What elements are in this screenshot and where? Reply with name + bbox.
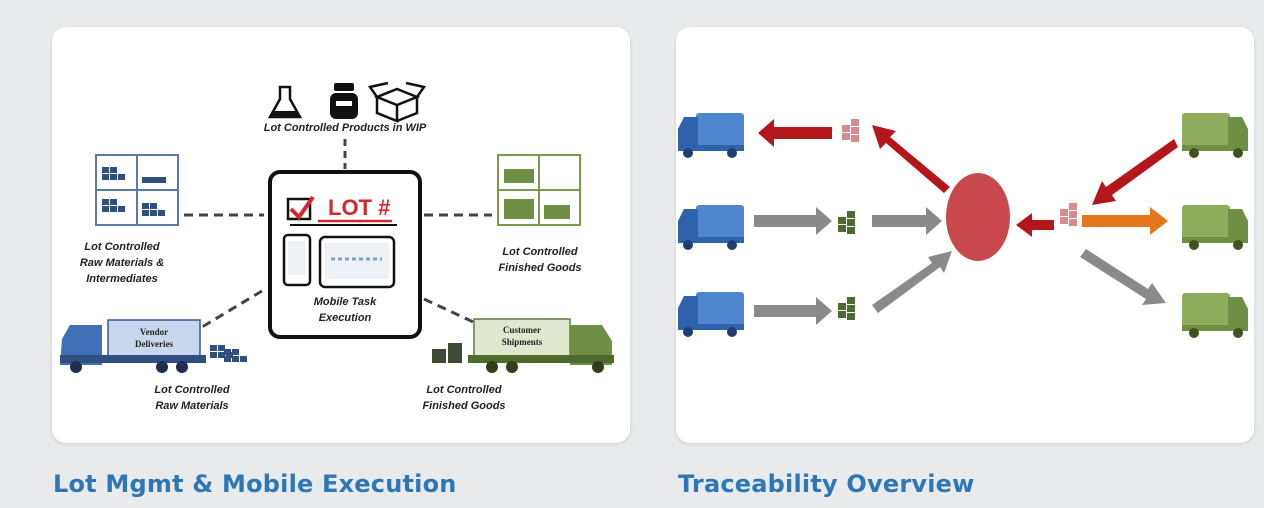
finished-ship-label-1: Lot Controlled [426,384,501,396]
finished-goods-label-1: Lot Controlled [502,246,577,258]
mobile-label-1: Mobile Task [314,296,377,308]
raw-intermediates-label-3: Intermediates [86,273,158,285]
raw-intermediates-rack-icon [95,154,179,226]
lot-hub-node [946,173,1010,261]
finished-goods-rack-icon [497,154,581,226]
raw-materials-label-2: Raw Materials [155,400,228,412]
vendor-label-1: Vendor [140,327,168,337]
source-truck-3-icon [678,292,744,337]
dest-truck-3-icon [1182,293,1248,338]
jar-icon [330,83,358,119]
customer-label-2: Shipments [502,337,543,347]
mobile-label-2: Execution [319,312,372,324]
dest-truck-1-icon [1182,113,1248,158]
lot-mgmt-caption-link[interactable]: Lot Mgmt & Mobile Execution [53,470,457,498]
source-truck-2-icon [678,205,744,250]
customer-shipment-truck-icon [468,318,614,373]
raw-intermediates-label-1: Lot Controlled [84,241,159,253]
vendor-label-2: Deliveries [135,339,173,349]
traceability-card[interactable] [676,27,1254,443]
pallet-out-icon [1060,203,1077,226]
dest-truck-2-icon [1182,205,1248,250]
finished-goods-label-2: Finished Goods [498,262,581,274]
flask-icon [267,85,303,119]
recall-arrows [758,119,1178,237]
traceability-diagram [678,113,1248,338]
raw-intermediates-label-2: Raw Materials & [80,257,164,269]
raw-materials-label-1: Lot Controlled [154,384,229,396]
pallet-in-3-icon [838,297,855,320]
source-truck-1-icon [678,113,744,158]
open-box-icon [367,81,427,123]
forward-trace-arrow [1082,207,1168,235]
customer-label-1: Customer [503,325,541,335]
raw-pallet-icon [210,345,247,362]
vendor-delivery-truck-icon [60,319,206,373]
finished-ship-label-2: Finished Goods [422,400,505,412]
flow-arrows [754,207,1166,325]
finished-pallet-icon [432,343,462,363]
lot-mgmt-diagram: Lot Controlled Products in WIP LOT # Mob… [60,81,614,412]
pallet-in-2-icon [838,211,855,234]
lot-mgmt-card[interactable]: Lot Controlled Products in WIP LOT # Mob… [52,27,630,443]
pallet-returned-icon [842,119,859,142]
lot-number-label: LOT # [328,195,390,220]
wip-label: Lot Controlled Products in WIP [264,122,427,134]
traceability-caption-link[interactable]: Traceability Overview [678,470,975,498]
